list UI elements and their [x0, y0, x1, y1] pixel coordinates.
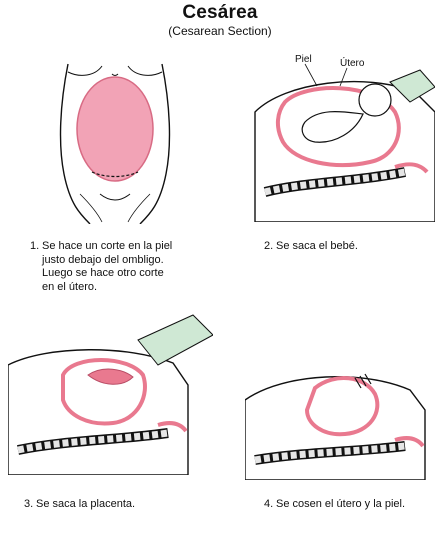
- step-4-number: 4.: [264, 498, 274, 510]
- panel-2-illustration: Piel Útero: [254, 54, 435, 222]
- leg-crease-left: [79, 193, 103, 223]
- step-2-caption: 2. Se saca el bebé.: [264, 240, 434, 256]
- pubic-line: [99, 193, 131, 201]
- baby: [301, 83, 392, 143]
- spine-4-inner: [254, 442, 406, 464]
- torso-outline: [59, 63, 171, 224]
- navel: [111, 73, 119, 76]
- breast-left: [67, 65, 103, 76]
- step-2-line-1: Se saca el bebé.: [276, 240, 358, 252]
- panel-3-illustration: [8, 314, 213, 475]
- placenta: [87, 368, 134, 385]
- step-3-number: 3.: [24, 498, 34, 510]
- suture-stitches: [354, 373, 372, 389]
- step-4-caption: 4. Se cosen el útero y la piel.: [264, 498, 439, 514]
- rectum-2: [394, 162, 429, 174]
- uterus-front: [76, 76, 154, 182]
- step-1-number: 1.: [30, 240, 40, 252]
- step-1-line-4: en el útero.: [42, 280, 98, 293]
- leg-crease-right: [127, 193, 151, 223]
- step-3-caption: 3. Se saca la placenta.: [24, 498, 214, 514]
- breast-right: [127, 65, 163, 76]
- glove-hand-3: [137, 314, 213, 366]
- step-2-number: 2.: [264, 240, 274, 252]
- label-line-skin: [304, 63, 318, 87]
- uterus-wall-4: [304, 375, 380, 437]
- page-subtitle: (Cesarean Section): [168, 24, 272, 38]
- spine-3-inner: [17, 429, 169, 454]
- label-uterus: Útero: [340, 56, 365, 69]
- step-1-line-1: Se hace un corte en la piel: [42, 240, 173, 252]
- step-4-line-1: Se cosen el útero y la piel.: [276, 498, 406, 510]
- label-line-uterus: [339, 67, 348, 87]
- step-1-caption: 1. Se hace un corte en la piel justo deb…: [30, 240, 220, 300]
- panel-1-illustration: [59, 63, 171, 224]
- rectum-3: [157, 421, 188, 433]
- page-title: Cesárea: [182, 2, 258, 23]
- glove-hand-2: [389, 69, 435, 103]
- label-skin: Piel: [295, 54, 312, 65]
- step-3-line-1: Se saca la placenta.: [36, 498, 136, 510]
- step-1-line-2: justo debajo del ombligo.: [42, 253, 164, 266]
- panel-4-illustration: [245, 373, 426, 480]
- rectum-4: [394, 436, 425, 448]
- spine-2-inner: [264, 168, 406, 196]
- step-1-line-3: Luego se hace otro corte: [42, 267, 164, 279]
